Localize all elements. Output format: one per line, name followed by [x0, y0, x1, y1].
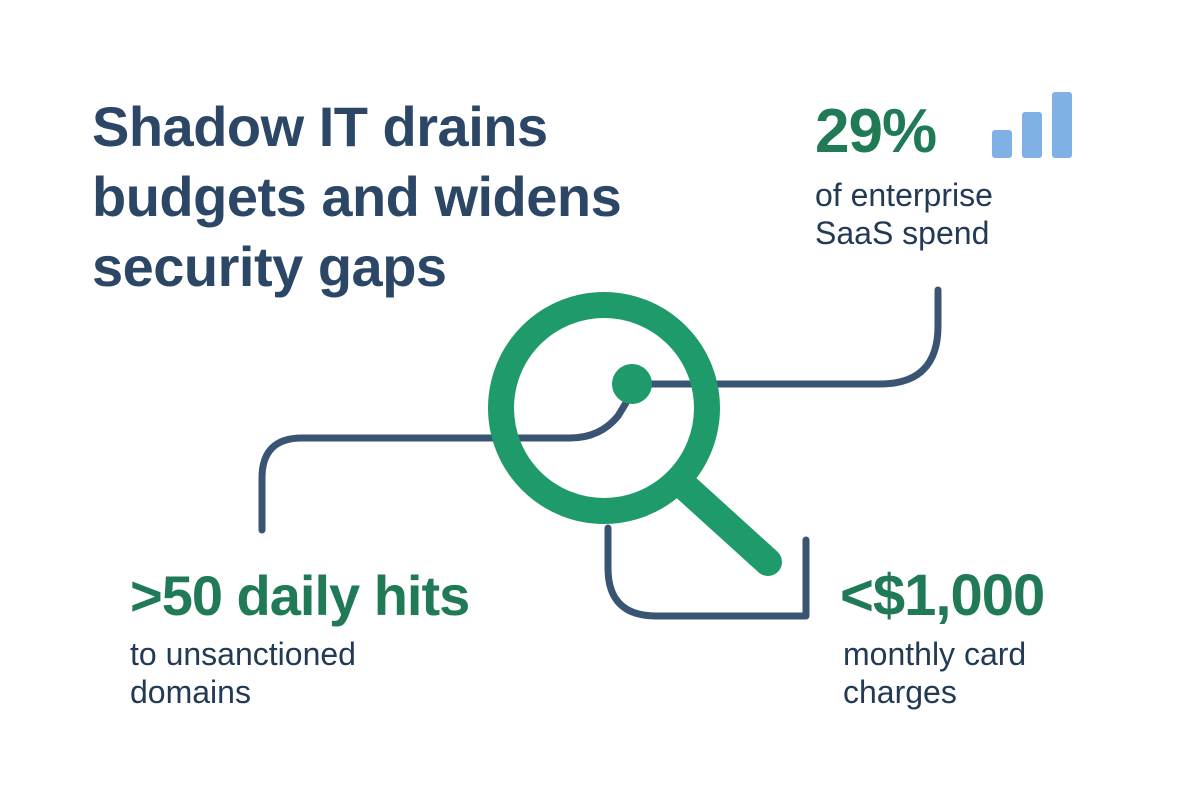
saas-spend-caption: of enterprise SaaS spend — [815, 176, 993, 252]
headline-line-1: Shadow IT drains — [92, 95, 548, 158]
headline-line-3: security gaps — [92, 235, 447, 298]
bar-chart-icon — [992, 92, 1072, 158]
card-charges-caption: monthly card charges — [843, 635, 1026, 711]
connector-left-line — [258, 384, 639, 534]
saas-spend-value: 29% — [815, 97, 937, 166]
connector-bottom-right-line — [604, 524, 810, 620]
card-charges-caption-line-2: charges — [843, 674, 957, 710]
magnifying-glass-icon — [488, 292, 782, 576]
connector-top-right-line — [628, 286, 942, 388]
daily-hits-value: >50 daily hits — [130, 564, 470, 627]
card-charges-value: <$1,000 — [840, 563, 1045, 628]
card-charges-caption-line-1: monthly card — [843, 636, 1027, 672]
daily-hits-caption: to unsanctioned domains — [130, 635, 356, 711]
headline: Shadow IT drains budgets and widens secu… — [92, 92, 732, 302]
saas-spend-caption-line-2: SaaS spend — [815, 215, 990, 251]
hub-dot — [612, 364, 652, 404]
daily-hits-caption-line-2: domains — [130, 674, 251, 710]
headline-line-2: budgets and widens — [92, 165, 622, 228]
daily-hits-caption-line-1: to unsanctioned — [130, 636, 356, 672]
saas-spend-caption-line-1: of enterprise — [815, 177, 993, 213]
